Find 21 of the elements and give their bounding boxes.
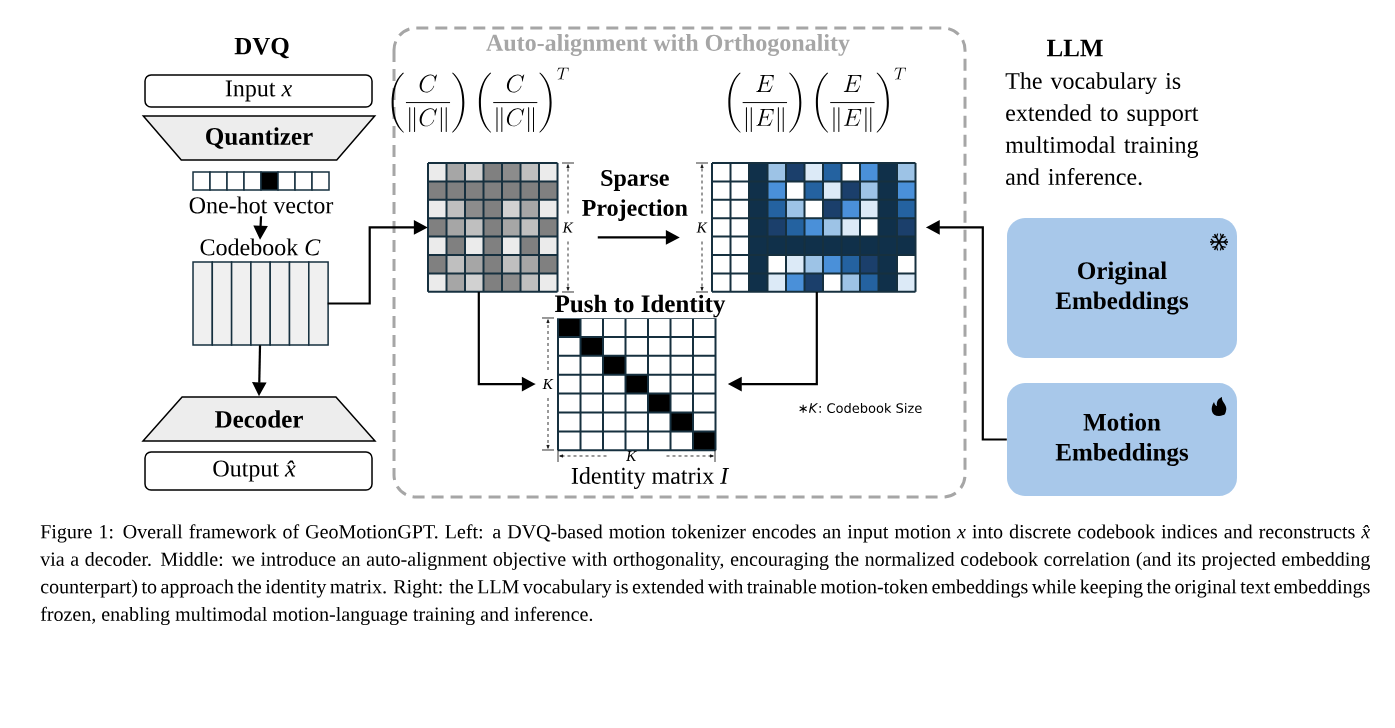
codebook-matrix: Codebook C <box>192 238 329 346</box>
one-hot-vector: One-hot vector <box>187 171 335 215</box>
description-text: The vocabulary is extended to support multimodal training and inference. <box>1005 72 1199 186</box>
dimension-line: K <box>541 317 555 451</box>
embedding-box: Motion Embeddings <box>1007 383 1237 496</box>
dimension-line: K <box>557 449 716 463</box>
embedding-box: Original Embeddings <box>1007 218 1237 358</box>
dimension-line: K <box>695 162 709 293</box>
edge-label: Sparse Projection <box>582 169 688 221</box>
section-heading: LLM <box>1046 39 1103 57</box>
node-label: $\left(\frac{C}{\|C\|}\right)\left(\frac{C}{\|C\|}\right)^{T}$ <box>391 67 569 133</box>
node-label: $\left(\frac{E}{\|E\|}\right)\left(\frac{E}{\|E\|}\right)^{T}$ <box>728 67 907 133</box>
caption: Figure 1: Overall framework of GeoMotionGPT. Left: a DVQ-based motion tokenizer encodes an input motion x into discrete codebook indices and reconstructs x̂ via a decoder. Middle: we introduce an auto-alignment objective with orthogonality, encouraging the normalized codebook correlation (and its projected embedding counterpart) to approach the identity matrix. Right: the LLM vocabulary is extended with trainable motion-token embeddings while keeping the original text embeddings frozen, enabling multimodal motion-language training and inference. <box>40 524 1371 626</box>
footnote: ∗K: Codebook Size <box>799 402 922 414</box>
node-label: One-hot vector <box>189 196 334 214</box>
node-label: Codebook C <box>200 238 321 256</box>
correlation-matrix: $\left(\frac{E}{\|E\|}\right)\left(\frac{E}{\|E\|}\right)^{T}$ <box>711 67 917 293</box>
dimension-line: K <box>561 162 575 293</box>
section-heading: DVQ <box>234 37 289 59</box>
io-box: Input x <box>144 74 373 108</box>
io-box: Output x̂ <box>144 451 373 491</box>
